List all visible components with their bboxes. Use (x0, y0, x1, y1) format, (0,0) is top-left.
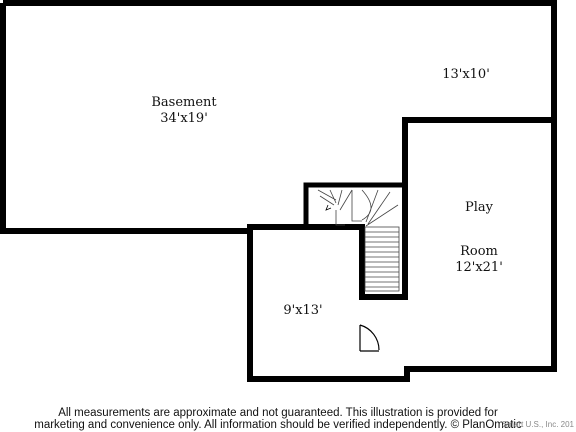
door-swing-icon (359, 324, 380, 352)
disclaimer-line-1: All measurements are approximate and not… (58, 407, 498, 419)
storage-dims: 13'x10' (442, 67, 490, 82)
disclaimer-line-2: marketing and convenience only. All info… (34, 419, 522, 431)
copyright-notice: Smart U.S., Inc. 201 (501, 420, 574, 429)
lower-hall-dims: 9'x13' (283, 303, 322, 318)
basement-wall (0, 3, 250, 234)
play-room-dims: 12'x21' (455, 260, 503, 275)
stair-enclosure-wall (303, 182, 405, 227)
outer-wall (3, 0, 557, 382)
basement-dims: 34'x19' (160, 111, 208, 126)
play-room-name-line2: Room (460, 244, 498, 259)
staircase (317, 189, 400, 292)
basement-name: Basement (151, 95, 217, 110)
play-room-name-line1: Play (465, 200, 494, 215)
